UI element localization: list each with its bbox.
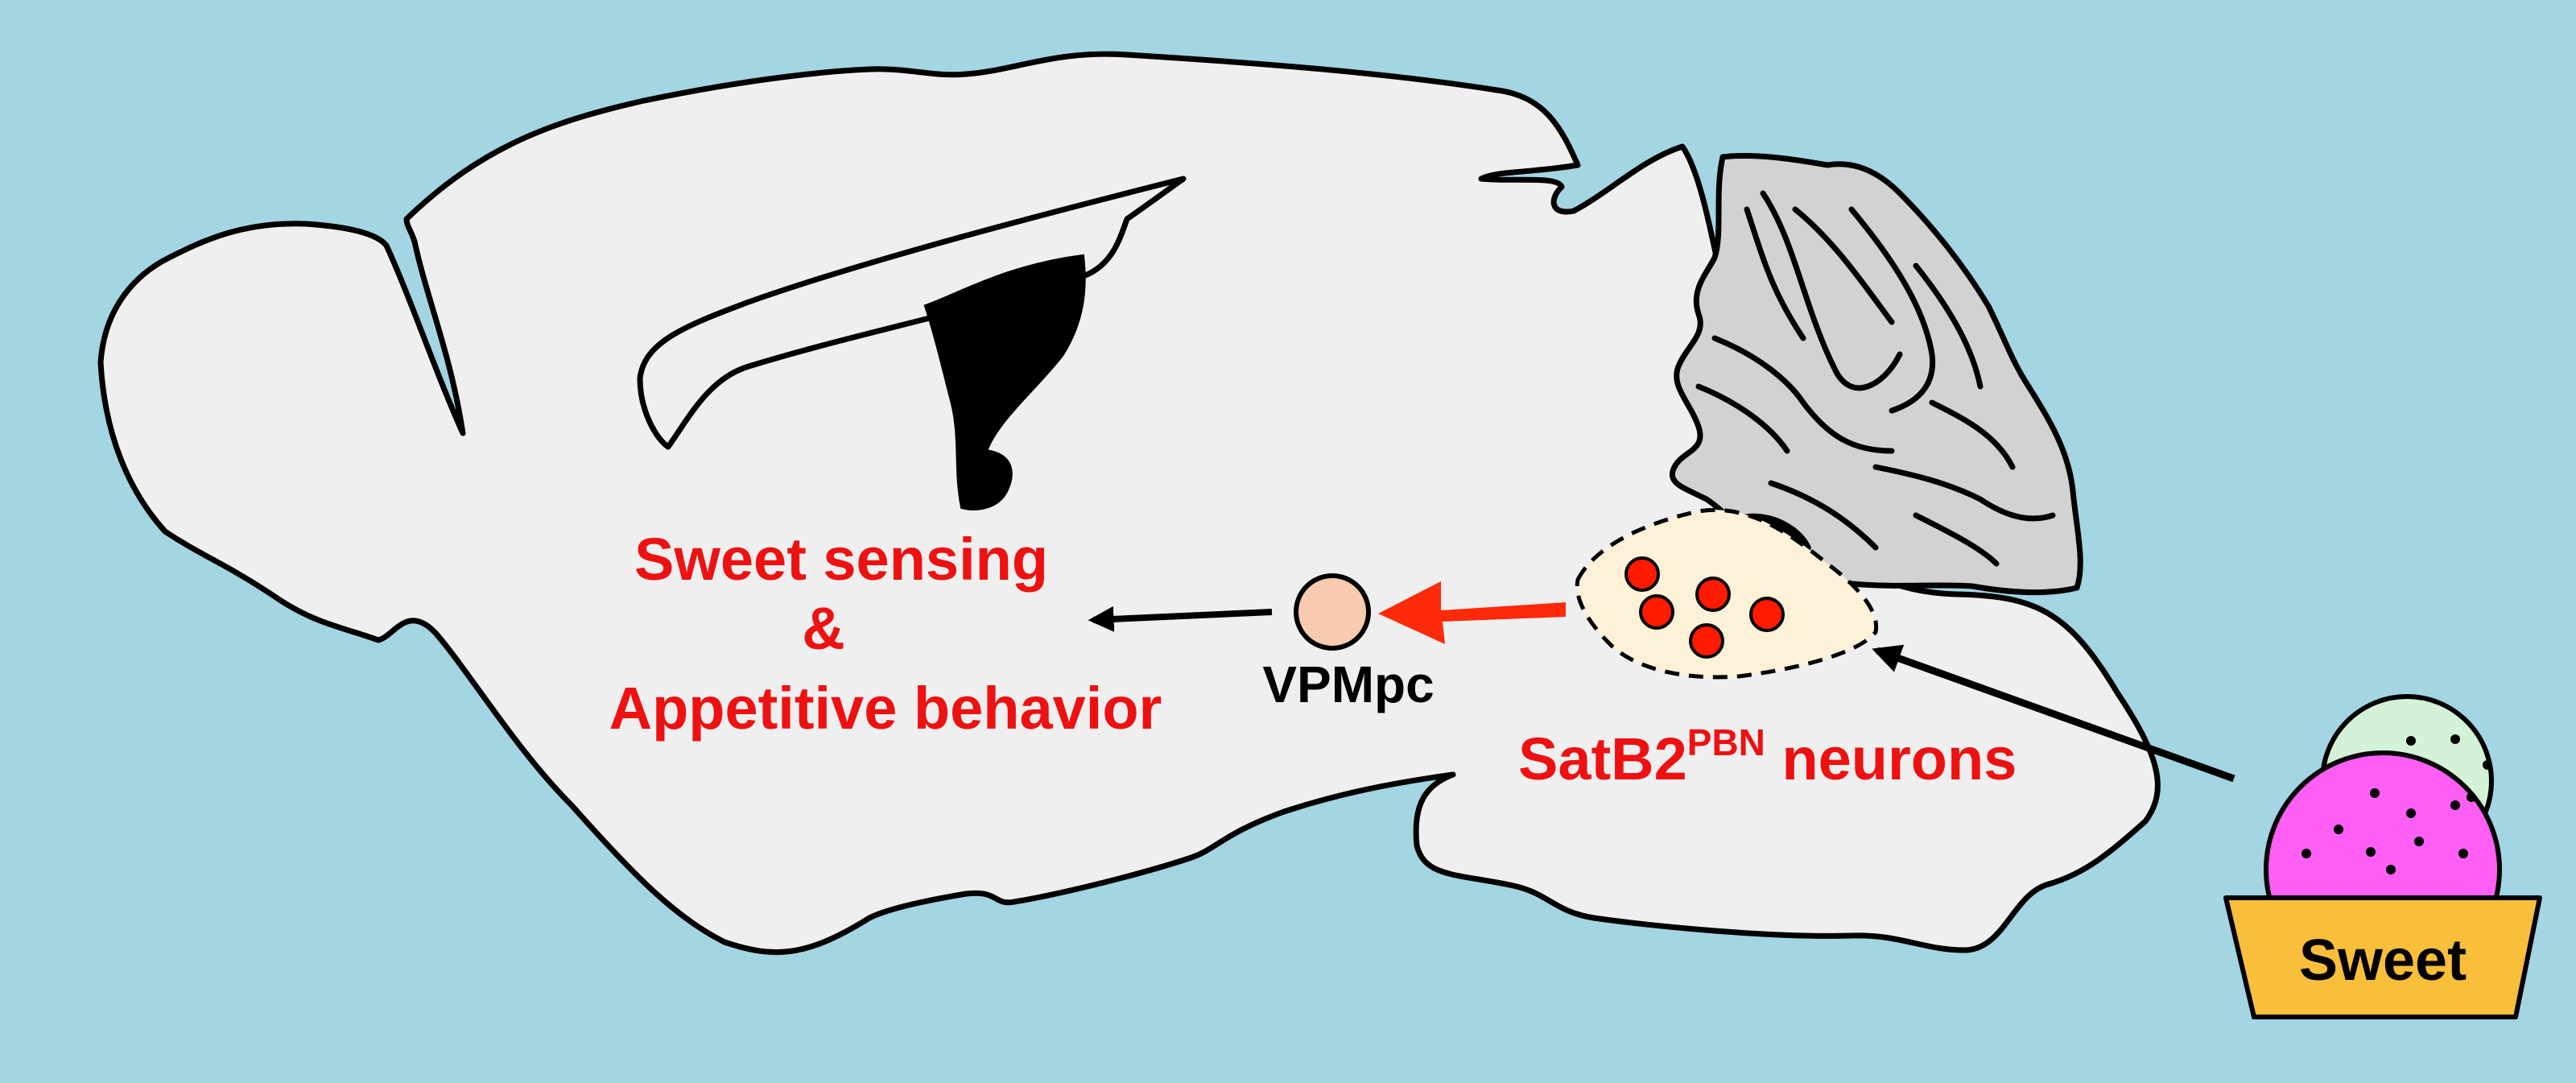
neuron-dot bbox=[1639, 594, 1674, 630]
cup-label: Sweet bbox=[2299, 928, 2467, 993]
neuron-dot bbox=[1689, 623, 1724, 659]
neuron-dot bbox=[1749, 597, 1785, 632]
satb2-main: SatB2 bbox=[1518, 725, 1687, 792]
function-label-line2: & bbox=[802, 595, 844, 662]
satb2-superscript: PBN bbox=[1687, 721, 1765, 763]
cup bbox=[2223, 895, 2542, 1019]
ventricle bbox=[923, 254, 1086, 510]
neuron-dot bbox=[1624, 556, 1660, 592]
sweet-stimulus bbox=[2223, 694, 2542, 1019]
vpmpc-label: VPMpc bbox=[1262, 655, 1434, 713]
neuron-dot bbox=[1695, 577, 1731, 612]
cerebellar-folia bbox=[1695, 190, 2056, 567]
vpmpc-nucleus bbox=[1294, 573, 1371, 651]
function-label-line3: Appetitive behavior bbox=[609, 675, 1162, 742]
satb2-label: SatB2PBN neurons bbox=[1518, 721, 2017, 792]
satb2-rest: neurons bbox=[1765, 725, 2017, 792]
brain-outline bbox=[97, 51, 2161, 955]
pbn-to-vpmpc-arrow bbox=[1378, 581, 1566, 644]
taste-input-arrow bbox=[1872, 644, 2235, 783]
vpmpc-to-function-arrow bbox=[1088, 606, 1273, 632]
satb2-neurons bbox=[1624, 556, 1785, 659]
corpus-callosum bbox=[637, 176, 1187, 450]
function-label-line1: Sweet sensing bbox=[634, 526, 1048, 593]
